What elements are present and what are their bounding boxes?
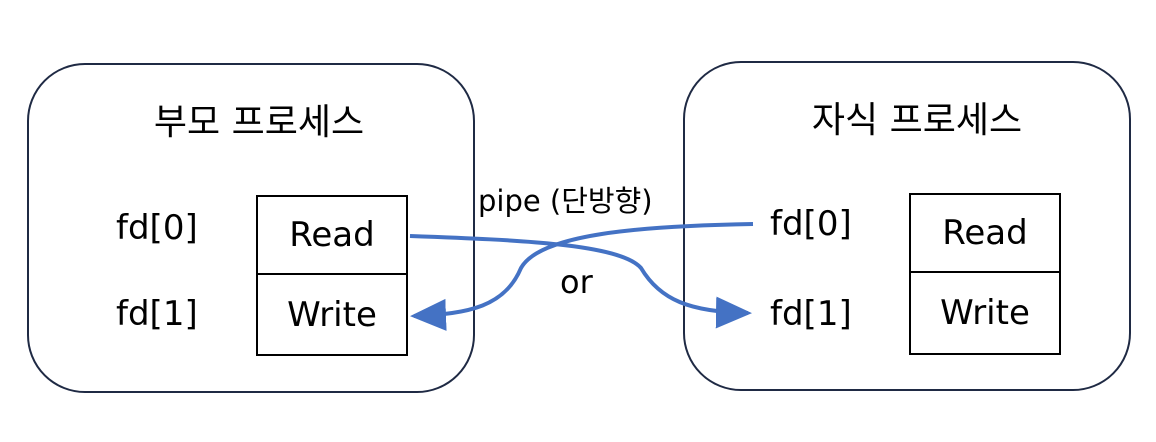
child-read-cell: Read bbox=[909, 193, 1061, 273]
parent-read-cell: Read bbox=[256, 195, 408, 275]
child-fd1-label: fd[1] bbox=[770, 294, 852, 334]
child-write-cell: Write bbox=[909, 273, 1061, 355]
arrow-parent-read-to-child-fd1 bbox=[409, 234, 752, 329]
or-label: or bbox=[560, 263, 593, 301]
arrow-child-fd0-to-parent-write bbox=[410, 222, 754, 331]
child-process-title: 자식 프로세스 bbox=[811, 100, 1023, 141]
parent-fd0-label: fd[0] bbox=[116, 208, 198, 248]
parent-write-cell: Write bbox=[256, 275, 408, 356]
pipe-label: pipe (단방향) bbox=[478, 184, 653, 218]
parent-process-title: 부모 프로세스 bbox=[153, 102, 365, 143]
child-fd0-label: fd[0] bbox=[770, 204, 852, 244]
parent-fd1-label: fd[1] bbox=[116, 294, 198, 334]
